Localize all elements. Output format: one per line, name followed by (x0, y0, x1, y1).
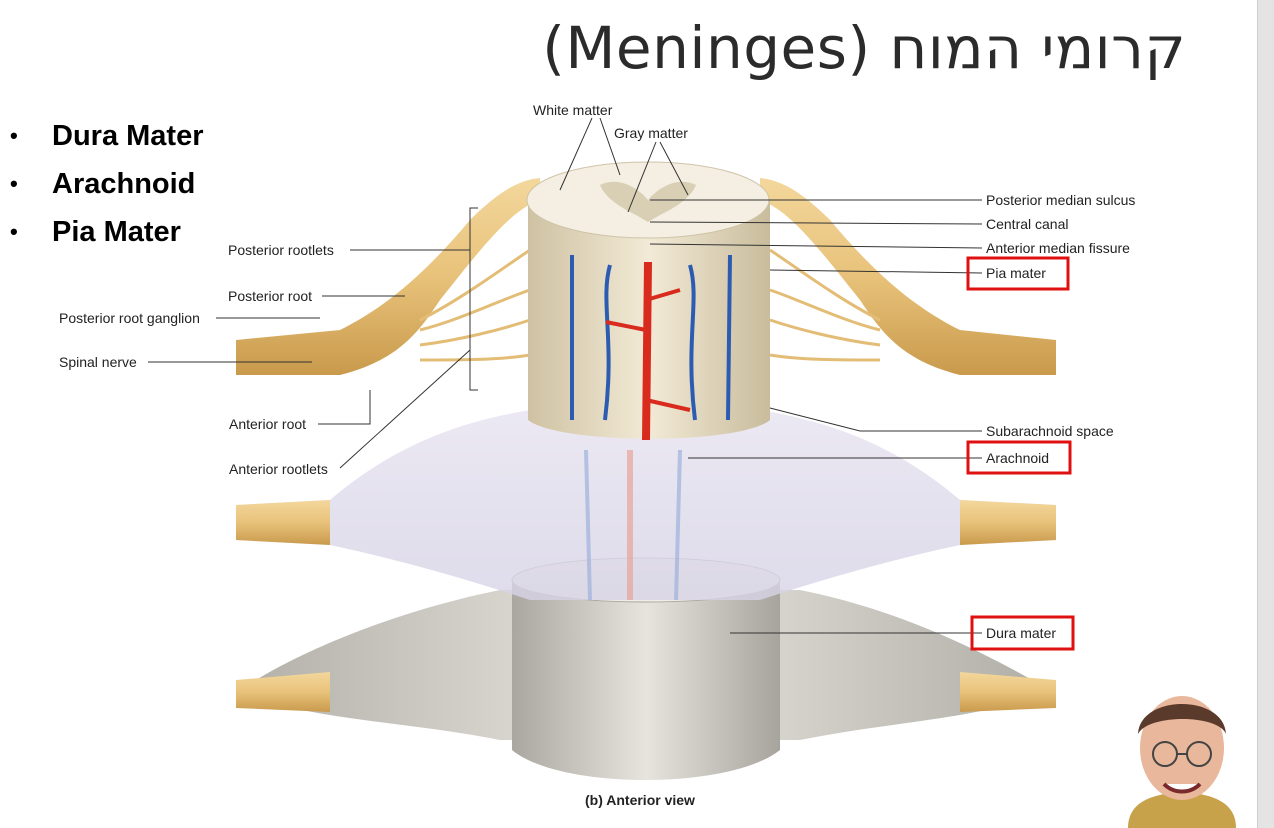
label-posterior-rootlets: Posterior rootlets (228, 242, 334, 258)
label-subarachnoid-space: Subarachnoid space (986, 423, 1114, 439)
highlight-box-pia-mater (966, 256, 1070, 291)
highlight-box-arachnoid (966, 440, 1072, 475)
label-posterior-root: Posterior root (228, 288, 312, 304)
spinal-cord-pia-mater (526, 161, 770, 441)
slide-title: קרומי המוח (Meninges) (542, 14, 1186, 82)
bullet-item: • Dura Mater (10, 116, 204, 164)
bullet-dot-icon: • (10, 219, 18, 244)
bullet-item: • Pia Mater (10, 212, 204, 260)
slide-scrollbar[interactable] (1257, 0, 1274, 828)
diagram-caption: (b) Anterior view (585, 792, 695, 808)
bullet-pia-mater: Pia Mater (52, 216, 181, 248)
label-spinal-nerve: Spinal nerve (59, 354, 137, 370)
highlight-boxes (966, 256, 1075, 651)
bullet-dot-icon: • (10, 123, 18, 148)
label-arachnoid: Arachnoid (986, 450, 1049, 466)
diagram-labels: White matter Gray matter Posterior media… (59, 102, 1135, 808)
label-posterior-median-sulcus: Posterior median sulcus (986, 192, 1135, 208)
bullet-list: • Dura Mater • Arachnoid • Pia Mater (10, 116, 204, 260)
label-anterior-rootlets: Anterior rootlets (229, 461, 328, 477)
label-anterior-median-fissure: Anterior median fissure (986, 240, 1130, 256)
bullet-dot-icon: • (10, 171, 18, 196)
highlight-box-dura-mater (970, 615, 1075, 651)
label-anterior-root: Anterior root (229, 416, 306, 432)
label-white-matter: White matter (533, 102, 613, 118)
label-pia-mater: Pia mater (986, 265, 1046, 281)
label-central-canal: Central canal (986, 216, 1069, 232)
label-posterior-root-ganglion: Posterior root ganglion (59, 310, 200, 326)
bullet-arachnoid: Arachnoid (52, 168, 196, 200)
bullet-dura-mater: Dura Mater (52, 120, 204, 152)
bullet-item: • Arachnoid (10, 164, 204, 212)
spinal-nerves-upper (236, 178, 1056, 375)
label-gray-matter: Gray matter (614, 125, 688, 141)
leader-lines (148, 117, 983, 634)
presenter-webcam-thumbnail (1118, 684, 1246, 828)
label-dura-mater: Dura mater (986, 625, 1056, 641)
